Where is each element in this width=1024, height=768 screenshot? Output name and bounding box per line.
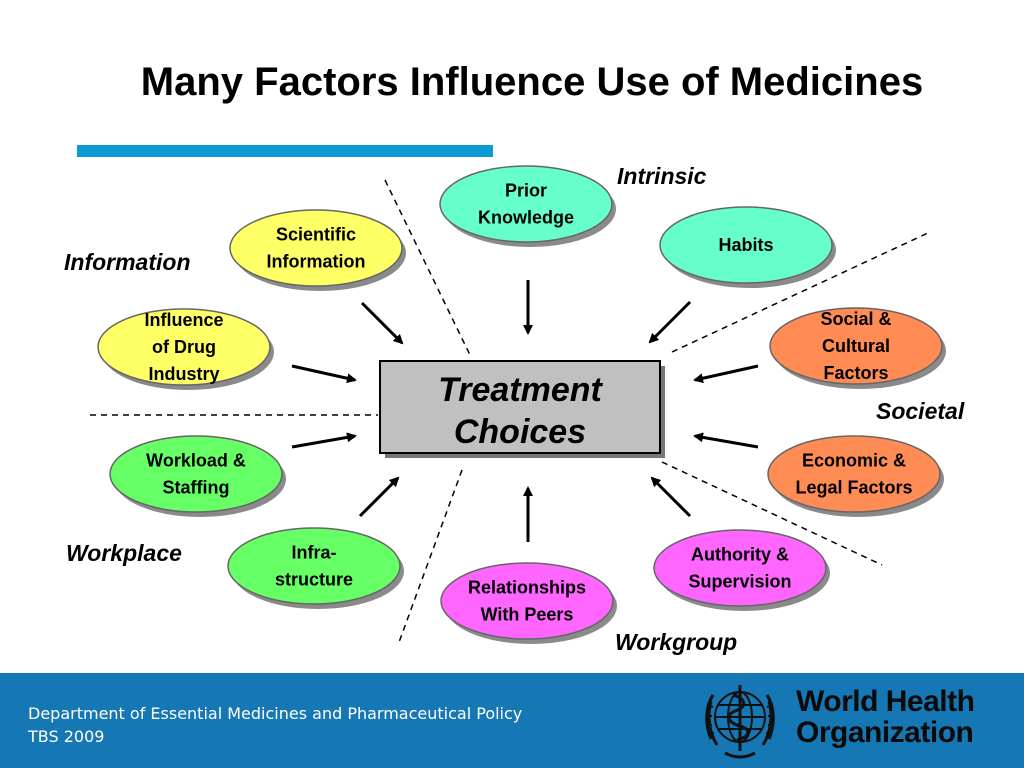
- factor-label-line: Authority &: [691, 545, 789, 565]
- factor-label-line: Prior: [505, 181, 547, 201]
- title-underline-bar: [77, 145, 493, 157]
- arrow: [693, 432, 759, 449]
- factor-label-line: Influence: [144, 310, 223, 330]
- category-label-workplace: Workplace: [66, 540, 182, 566]
- factor-label-line: Scientific: [276, 225, 356, 245]
- factor-label-line: Industry: [148, 364, 219, 384]
- arrow: [693, 364, 759, 384]
- factor-label-line: Factors: [823, 363, 888, 383]
- factor-ellipse: [227, 527, 401, 605]
- arrow: [360, 301, 404, 345]
- factor-label-line: Infra-: [292, 543, 337, 563]
- factor-label-line: Staffing: [163, 478, 230, 498]
- who-name-line2: Organization: [796, 716, 974, 749]
- treatment-choices-line1: Treatment: [438, 371, 603, 409]
- factor-ellipse: [659, 206, 833, 284]
- arrow: [648, 300, 692, 344]
- category-label-workgroup: Workgroup: [615, 629, 737, 655]
- factor-label-line: Economic &: [802, 451, 906, 471]
- who-name-line1: World Health: [796, 685, 975, 718]
- treatment-choices-line2: Choices: [454, 413, 586, 451]
- factor-ellipse: [653, 529, 827, 607]
- factor-label-line: Cultural: [822, 336, 890, 356]
- factor-label-line: With Peers: [481, 605, 574, 625]
- treatment-choices-box: Treatment Choices: [379, 360, 665, 458]
- separator-line: [397, 469, 463, 646]
- factor-habits: Habits: [659, 206, 836, 288]
- category-label-societal: Societal: [876, 398, 965, 424]
- slide-title: Many Factors Influence Use of Medicines: [140, 60, 924, 104]
- factor-label-line: Workload &: [146, 451, 246, 471]
- category-label-intrinsic: Intrinsic: [617, 163, 707, 189]
- factor-authority-supervision: Authority & Supervision: [653, 529, 830, 611]
- factor-ellipse: [229, 209, 403, 287]
- factor-label-line: structure: [275, 570, 353, 590]
- factor-label-line: Social &: [820, 309, 891, 329]
- factor-label-line: Knowledge: [478, 208, 574, 228]
- arrow: [291, 432, 357, 449]
- separator-line: [661, 461, 883, 566]
- separator-line: [671, 231, 931, 353]
- factor-ellipse: [769, 307, 943, 385]
- footer-code: TBS 2009: [28, 727, 105, 746]
- footer-bar: Department of Essential Medicines and Ph…: [0, 673, 1024, 768]
- arrow: [291, 364, 357, 384]
- factor-workload-staffing: Workload & Staffing: [109, 435, 286, 517]
- factor-infrastructure: Infra-structure: [227, 527, 404, 609]
- arrow: [650, 476, 692, 518]
- factor-label-line: Information: [267, 252, 366, 272]
- footer-department: Department of Essential Medicines and Ph…: [28, 704, 523, 723]
- factor-ellipse: [767, 435, 941, 513]
- factor-ellipse: [439, 165, 613, 243]
- factor-label-line: Relationships: [468, 578, 586, 598]
- factor-label-line: Habits: [718, 235, 773, 255]
- category-label-information: Information: [64, 249, 191, 275]
- factor-economic-legal-factors: Economic & Legal Factors: [767, 435, 944, 517]
- factor-ellipse: [97, 308, 271, 386]
- factors-diagram: Treatment Choices ScientificInformationI…: [64, 163, 965, 655]
- who-emblem-icon: [705, 685, 775, 759]
- factor-label-line: Legal Factors: [795, 478, 912, 498]
- factor-label-line: Supervision: [688, 572, 791, 592]
- factor-ellipse: [109, 435, 283, 513]
- arrow: [358, 476, 400, 518]
- who-wordmark: World Health Organization: [796, 685, 975, 749]
- factor-label-line: of Drug: [152, 337, 216, 357]
- factor-ellipse: [440, 562, 614, 640]
